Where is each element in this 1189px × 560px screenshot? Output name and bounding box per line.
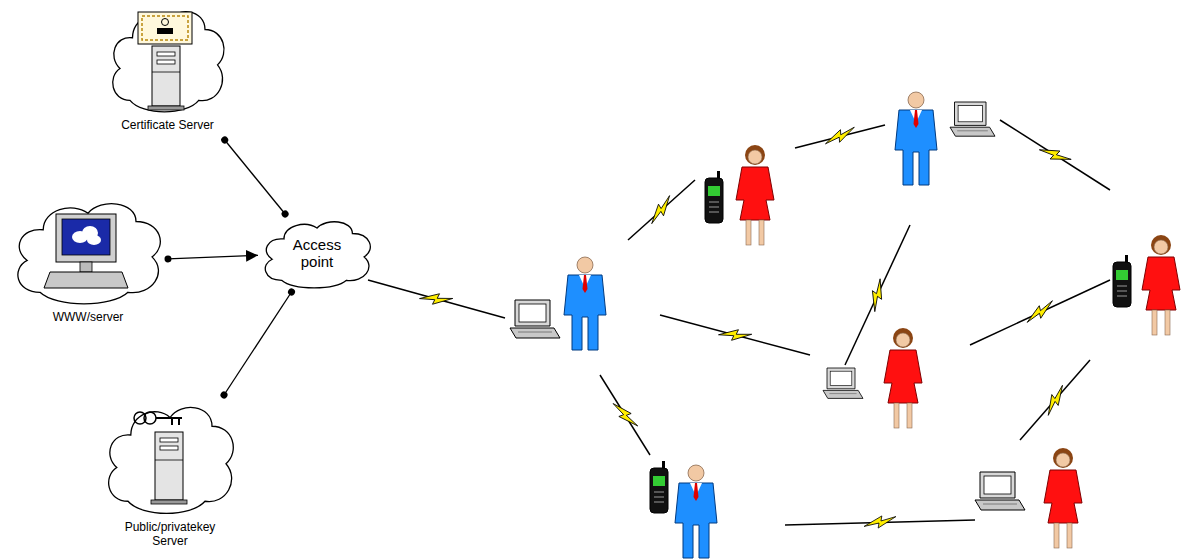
label-group: Access point [258, 214, 376, 292]
lightning-bolt [611, 398, 638, 431]
access-point-label: Access point [281, 236, 353, 271]
server-cloud: Public/privatekey Server [100, 395, 240, 560]
lightning-bolt [1038, 141, 1071, 168]
phone-icon [650, 461, 668, 513]
cloud-outline [100, 395, 240, 520]
lightning-bolt [1023, 300, 1057, 324]
man-figure [564, 257, 606, 350]
cloud-outline [8, 192, 168, 310]
lightning-bolt [718, 325, 752, 345]
lightning-bolt [865, 278, 889, 312]
wireless-links [368, 120, 1110, 525]
man-figure [895, 92, 937, 185]
cloud-outline [105, 0, 230, 118]
server-label: Certificate Server [121, 119, 214, 133]
lightning-bolt [645, 195, 677, 225]
woman-figure [1044, 448, 1082, 548]
network-link [225, 140, 285, 214]
laptop-icon [975, 472, 1025, 510]
server-label: WWW/server [53, 311, 124, 325]
server-label: Public/privatekey Server [116, 521, 224, 549]
label-group: Public/privatekey Server [100, 521, 240, 560]
laptop-icon [823, 368, 863, 398]
laptop-icon [950, 102, 995, 136]
server-cloud: WWW/server [8, 192, 168, 332]
label-group: Certificate Server [105, 119, 230, 140]
cloud-shape [18, 204, 160, 304]
label-group: WWW/server [8, 311, 168, 332]
key-server-icon [134, 412, 187, 504]
www-server-icon [44, 214, 128, 288]
lightning-bolts [419, 126, 1072, 528]
lightning-bolt [823, 126, 857, 146]
lightning-bolt [1040, 384, 1070, 416]
cloud-shape [109, 407, 234, 513]
mobile-users [510, 92, 1180, 558]
network-link [224, 292, 292, 395]
cloud-shape [113, 12, 224, 112]
phone-icon [1113, 255, 1131, 307]
cloud-shape [265, 222, 370, 288]
woman-figure [736, 145, 774, 245]
woman-figure [1142, 235, 1180, 335]
network-link [168, 255, 258, 259]
server-cloud: Certificate Server [105, 0, 230, 140]
phone-icon [705, 171, 723, 223]
laptop-icon [510, 300, 560, 338]
lightning-bolt [864, 516, 896, 529]
certificate-server-icon [138, 12, 192, 110]
lightning-bolt [419, 289, 453, 309]
man-figure [675, 465, 717, 558]
woman-figure [884, 328, 922, 428]
access-point-cloud: Access point [258, 214, 376, 292]
